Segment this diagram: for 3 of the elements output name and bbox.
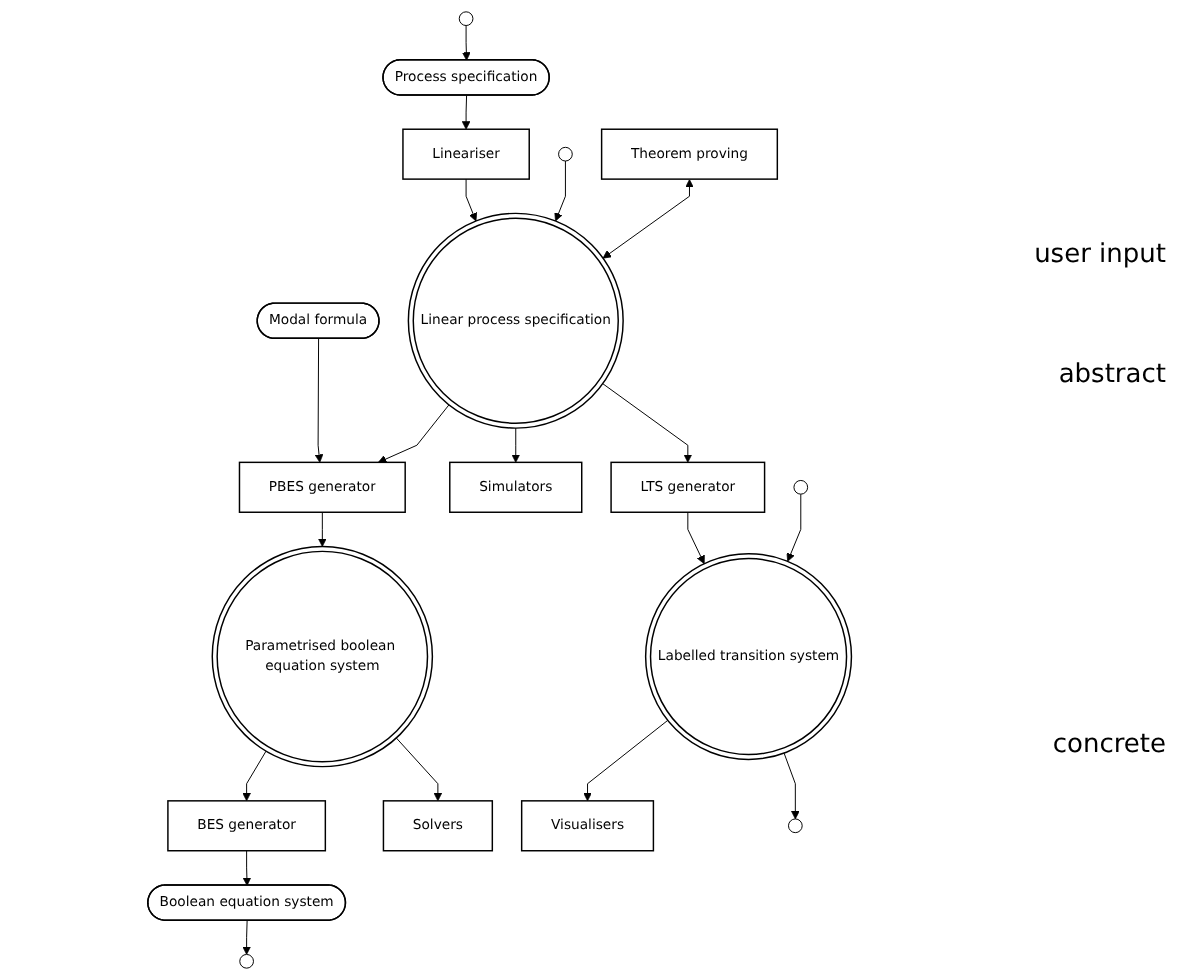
layer-label: abstract — [1058, 360, 1166, 390]
layer-label: concrete — [1052, 730, 1166, 760]
layer-label: user input — [1034, 240, 1166, 270]
